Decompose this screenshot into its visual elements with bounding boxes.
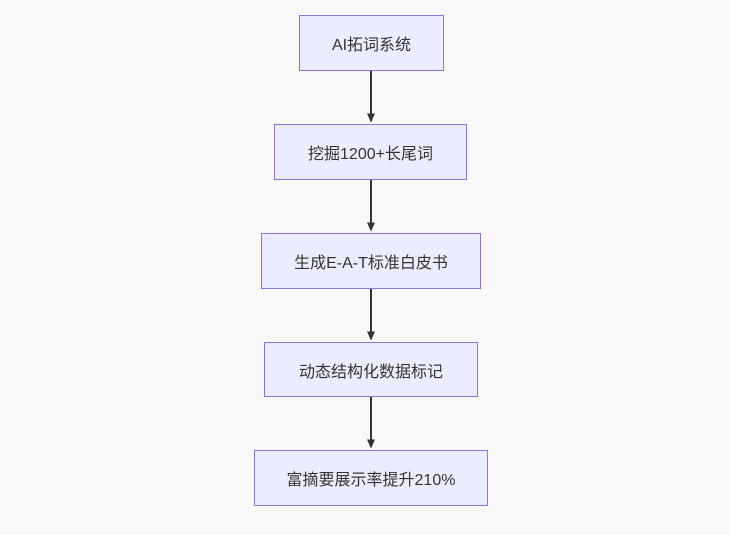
flow-node-label: AI拓词系统 (331, 37, 412, 54)
flow-node-label: 生成E-A-T标准白皮书 (294, 255, 448, 272)
flow-node-eat-whitepaper: 生成E-A-T标准白皮书 (261, 233, 481, 289)
flow-node-ai-keyword-system: AI拓词系统 (299, 15, 444, 71)
flow-node-structured-data-markup: 动态结构化数据标记 (264, 342, 478, 397)
flow-node-label: 挖掘1200+长尾词 (308, 146, 433, 163)
flow-node-label: 动态结构化数据标记 (298, 363, 443, 381)
flow-node-longtail-mining: 挖掘1200+长尾词 (274, 124, 467, 180)
flow-node-rich-snippet-result: 富摘要展示率提升210% (254, 450, 488, 506)
flow-node-label: 富摘要展示率提升210% (286, 472, 456, 489)
